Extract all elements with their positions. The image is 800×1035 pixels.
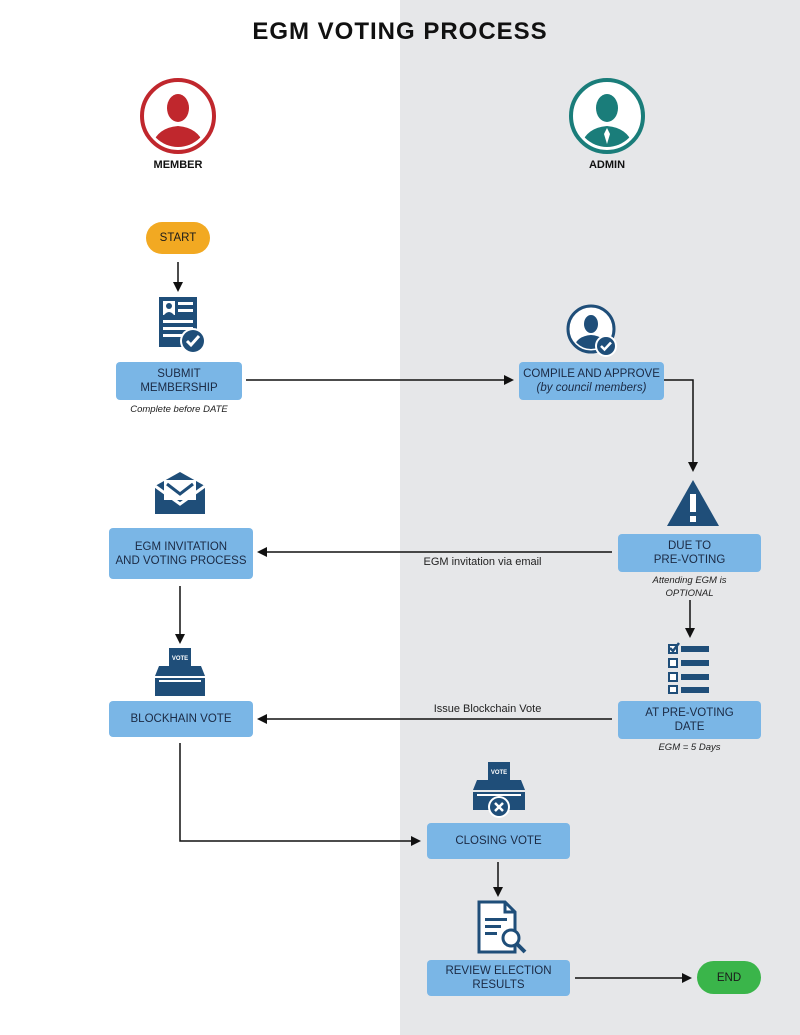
admin-avatar-icon xyxy=(569,78,645,154)
blockchain-vote-step: BLOCKHAIN VOTE xyxy=(109,701,253,737)
egm-invitation-step: EGM INVITATION AND VOTING PROCESS xyxy=(109,528,253,579)
issue-edge-label: Issue Blockchain Vote xyxy=(433,703,542,715)
compile-approve-step: COMPILE AND APPROVE (by council members) xyxy=(519,362,664,400)
blockchain-vote-label: BLOCKHAIN VOTE xyxy=(130,713,232,725)
ballot-label: VOTE xyxy=(172,656,188,662)
at-pre-voting-label: AT PRE-VOTING DATE xyxy=(645,707,734,733)
submit-membership-label: SUBMIT MEMBERSHIP xyxy=(140,368,218,394)
admin-lane xyxy=(400,0,800,1035)
start-node: START xyxy=(146,222,210,254)
member-label: MEMBER xyxy=(153,159,203,171)
approved-user-icon xyxy=(566,304,617,357)
admin-label: ADMIN xyxy=(588,159,626,171)
due-pre-voting-step: DUE TO PRE-VOTING xyxy=(618,534,761,572)
compile-approve-label: COMPILE AND APPROVE xyxy=(523,368,660,380)
submit-membership-step: SUBMIT MEMBERSHIP xyxy=(116,362,242,400)
egm-invitation-label: EGM INVITATION AND VOTING PROCESS xyxy=(115,540,247,567)
ballot-box-icon: VOTE xyxy=(155,648,205,696)
document-search-icon xyxy=(477,900,527,954)
warning-icon xyxy=(667,480,719,526)
envelope-icon xyxy=(154,472,206,514)
compile-approve-sub: (by council members) xyxy=(536,382,647,394)
submit-note: Complete before DATE xyxy=(130,404,228,415)
closing-vote-label: CLOSING VOTE xyxy=(455,835,542,847)
pre-voting-note: EGM = 5 Days xyxy=(658,742,721,753)
closing-vote-step: CLOSING VOTE xyxy=(427,823,570,859)
due-note: Attending EGM is OPTIONAL xyxy=(652,575,727,599)
due-pre-voting-label: DUE TO PRE-VOTING xyxy=(653,540,726,566)
end-node: END xyxy=(697,961,761,994)
checklist-icon xyxy=(668,642,709,694)
form-icon xyxy=(159,297,206,354)
member-lane xyxy=(0,0,400,1035)
email-edge-label: EGM invitation via email xyxy=(423,556,542,568)
review-results-label: REVIEW ELECTION RESULTS xyxy=(445,965,552,991)
ballot2-label: VOTE xyxy=(491,770,507,776)
ballot-close-icon: VOTE xyxy=(473,762,525,818)
member-avatar-icon xyxy=(140,78,216,154)
review-results-step: REVIEW ELECTION RESULTS xyxy=(427,960,570,996)
at-pre-voting-step: AT PRE-VOTING DATE xyxy=(618,701,761,739)
page-title: EGM VOTING PROCESS xyxy=(252,18,548,45)
